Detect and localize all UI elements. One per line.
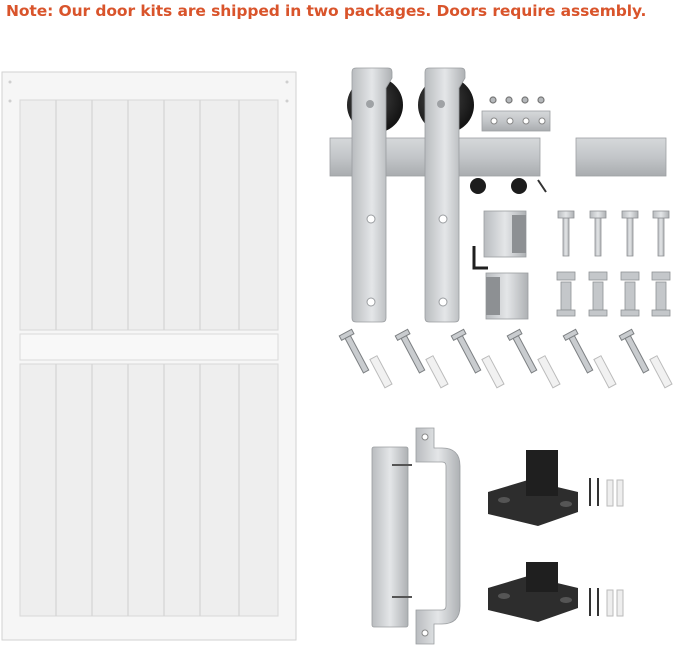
- screw-icon: [338, 96, 673, 389]
- floor-guide-icon: [488, 450, 624, 622]
- shipping-note: Note: Our door kits are shipped in two p…: [6, 2, 647, 20]
- door-icon: [1, 71, 297, 641]
- hanger-icon: [347, 67, 474, 323]
- handle-icon: [371, 427, 461, 645]
